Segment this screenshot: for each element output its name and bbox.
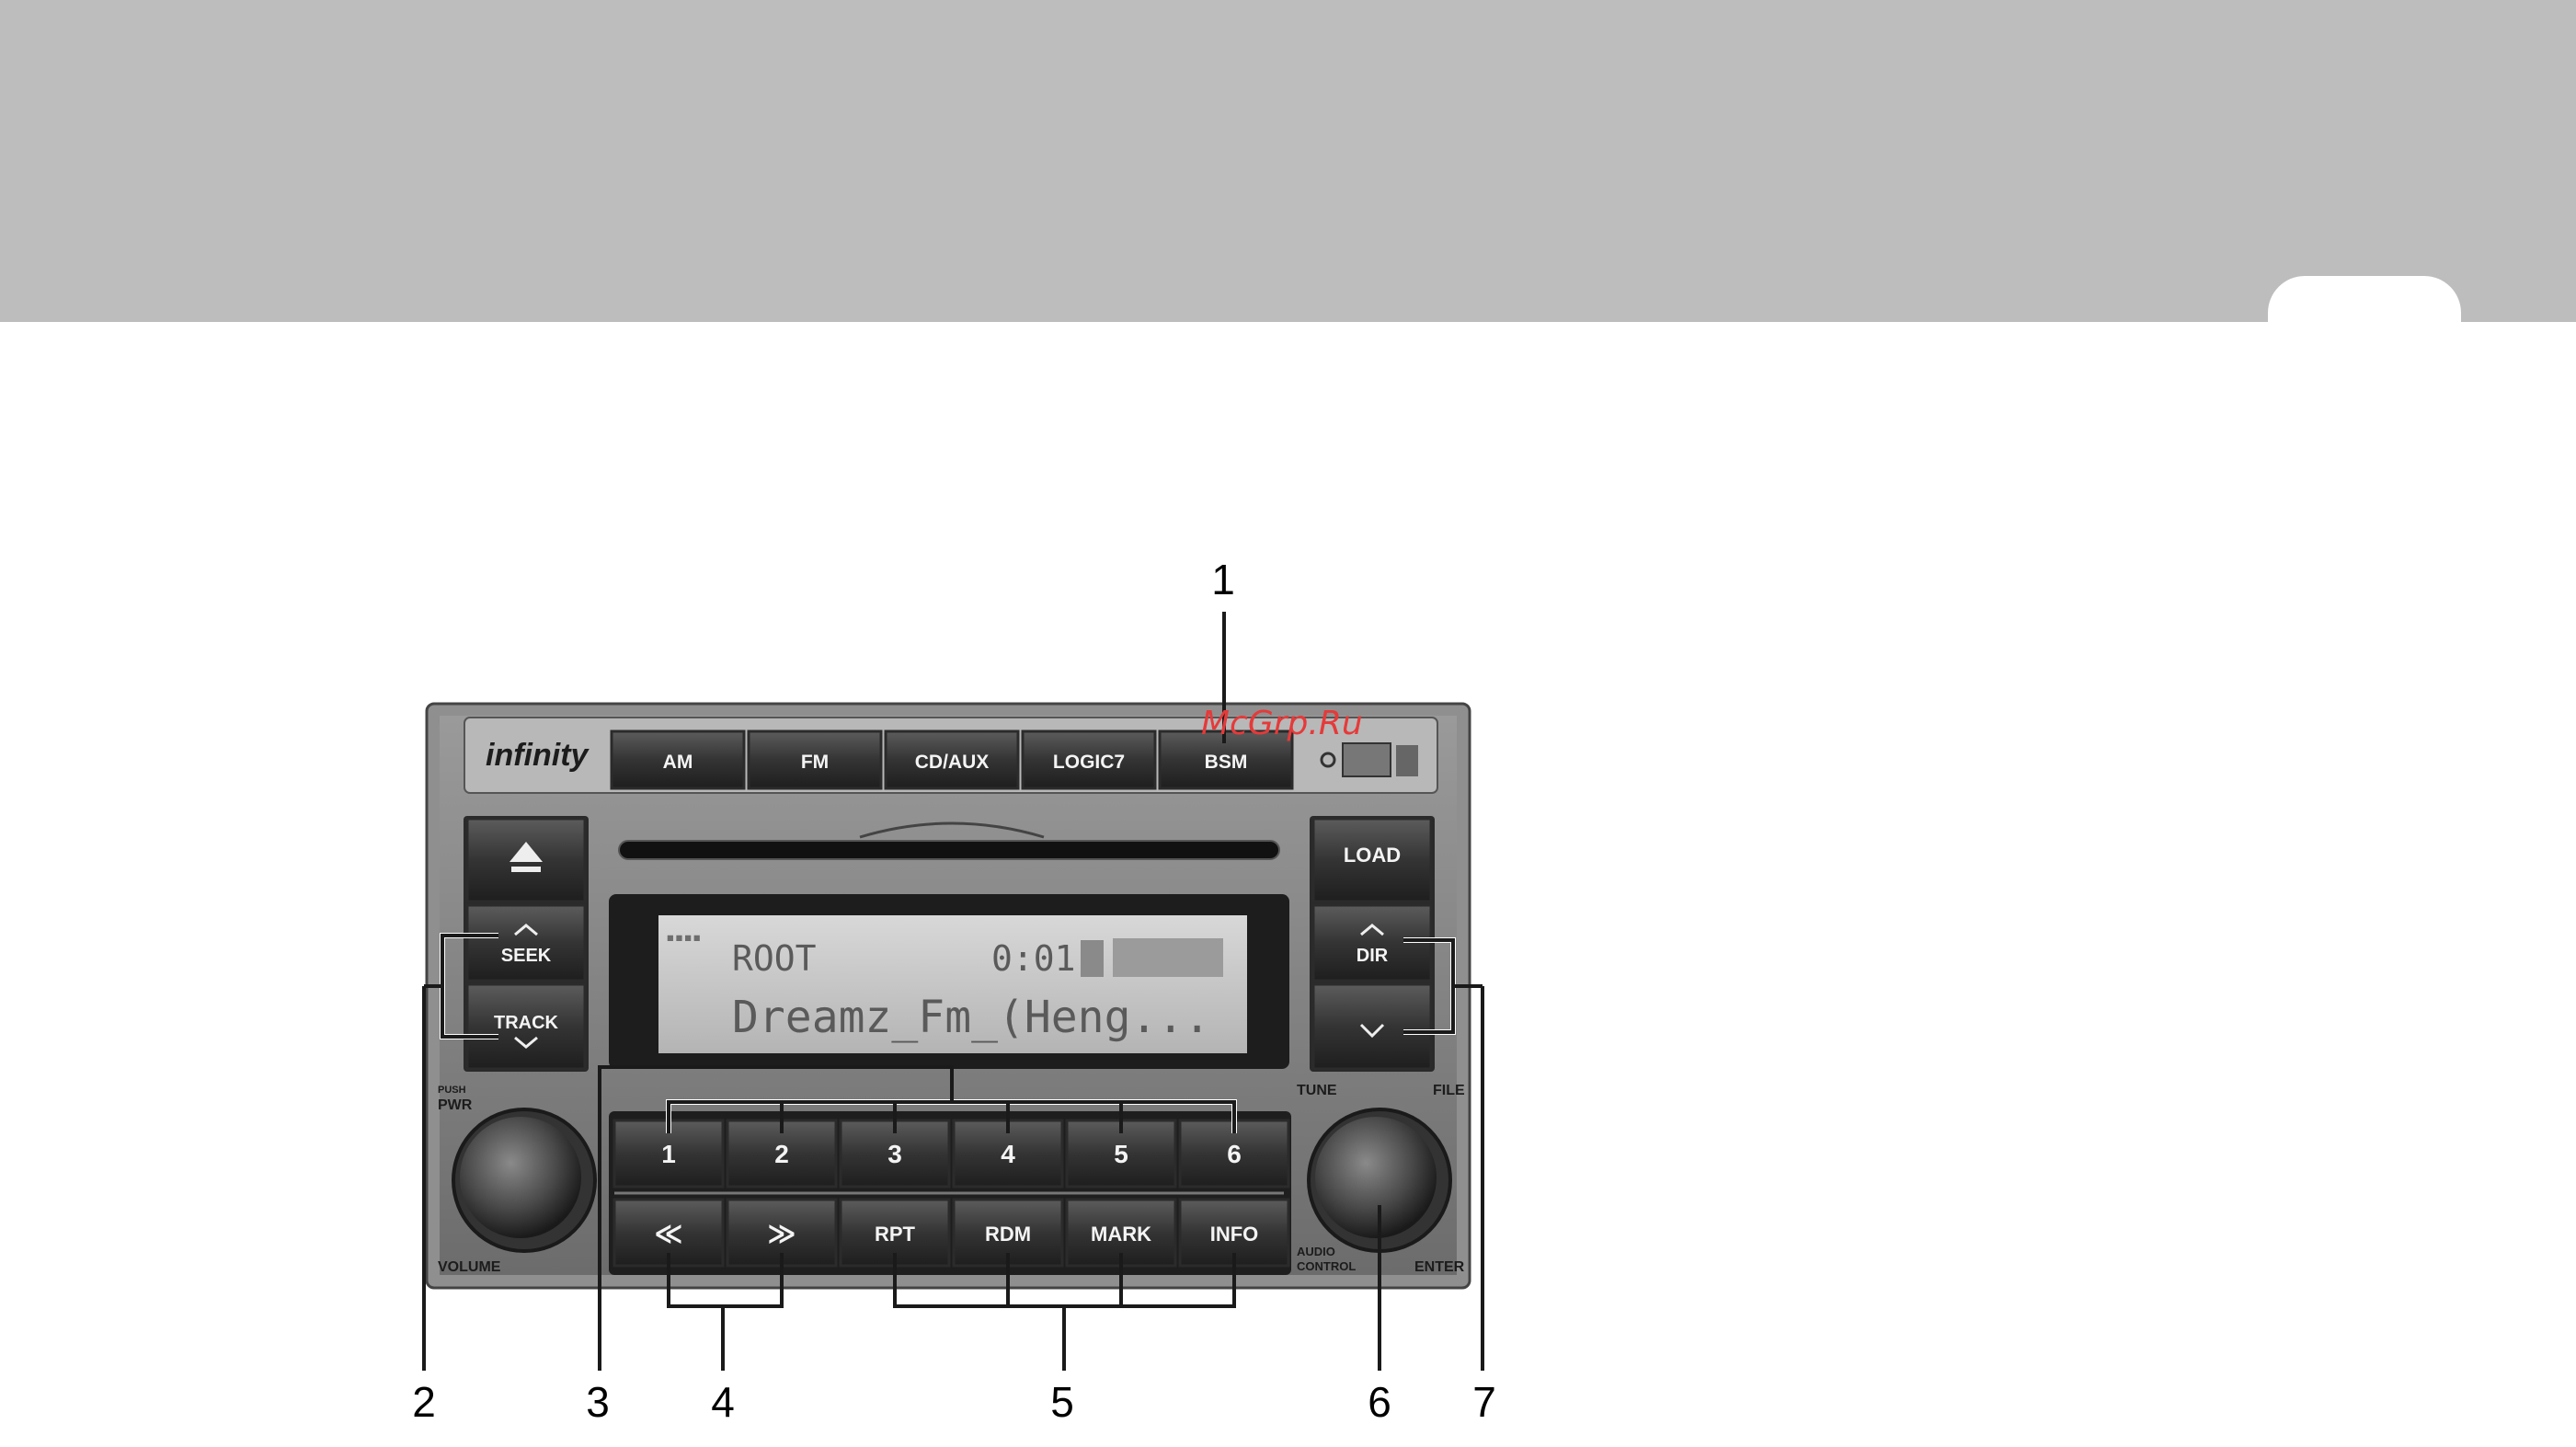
lcd-time: 0:01	[991, 938, 1076, 979]
volume-knob[interactable]	[460, 1117, 581, 1238]
lcd-meter	[1081, 940, 1104, 977]
cd-aux-button-label: CD/AUX	[915, 752, 990, 773]
enter-label: ENTER	[1414, 1259, 1465, 1275]
preset-5-label: 5	[1114, 1140, 1128, 1168]
lcd-indicators: ▪▪▪▪	[666, 928, 702, 946]
rdm-label: RDM	[985, 1223, 1031, 1246]
preset-6-label: 6	[1227, 1140, 1242, 1168]
callout-6: 6	[1368, 1378, 1391, 1426]
callout-4: 4	[711, 1378, 735, 1426]
lcd-folder: ROOT	[732, 938, 817, 979]
pwr-label: PWR	[438, 1097, 473, 1113]
info-label: INFO	[1210, 1223, 1259, 1246]
lcd-digits	[1113, 938, 1223, 977]
preset-4-label: 4	[1001, 1140, 1015, 1168]
tune-label: TUNE	[1297, 1083, 1337, 1098]
brand-logo: infinity	[486, 738, 590, 773]
audio-label: AUDIO	[1297, 1245, 1335, 1258]
rpt-label: RPT	[875, 1223, 916, 1246]
dir-label: DIR	[1357, 946, 1389, 966]
mark-label: MARK	[1091, 1223, 1151, 1246]
file-label: FILE	[1433, 1083, 1465, 1098]
seek-label: SEEK	[501, 946, 552, 966]
preset-1-label: 1	[661, 1140, 676, 1168]
fm-button-label: FM	[801, 752, 829, 773]
rewind-icon: ≪	[654, 1219, 682, 1249]
cd-slot	[619, 841, 1279, 859]
track-label: TRACK	[494, 1013, 559, 1033]
top-button-row: AM FM CD/AUX LOGIC7 BSM	[612, 731, 1292, 788]
callout-3: 3	[586, 1378, 610, 1426]
am-button-label: AM	[663, 752, 693, 773]
logic7-button-label: LOGIC7	[1053, 752, 1125, 773]
push-label: PUSH	[438, 1085, 466, 1096]
preset-3-label: 3	[887, 1140, 902, 1168]
preset-2-label: 2	[774, 1140, 789, 1168]
watermark: McGrp.Ru	[1201, 705, 1363, 742]
lcd-track-text: Dreamz_Fm_(Heng...	[732, 992, 1210, 1043]
callout-5: 5	[1050, 1378, 1074, 1426]
fast-forward-icon: ≫	[767, 1219, 796, 1249]
control-label: CONTROL	[1297, 1259, 1356, 1273]
callout-2: 2	[412, 1378, 436, 1426]
callout-1: 1	[1211, 556, 1235, 603]
bsm-button-label: BSM	[1205, 752, 1248, 773]
volume-label: VOLUME	[438, 1259, 501, 1275]
dir-down-button[interactable]	[1313, 984, 1431, 1069]
callout-7: 7	[1472, 1378, 1496, 1426]
audio-control-knob[interactable]	[1315, 1117, 1437, 1238]
seek-up-button[interactable]	[467, 905, 585, 981]
load-label: LOAD	[1344, 844, 1401, 867]
